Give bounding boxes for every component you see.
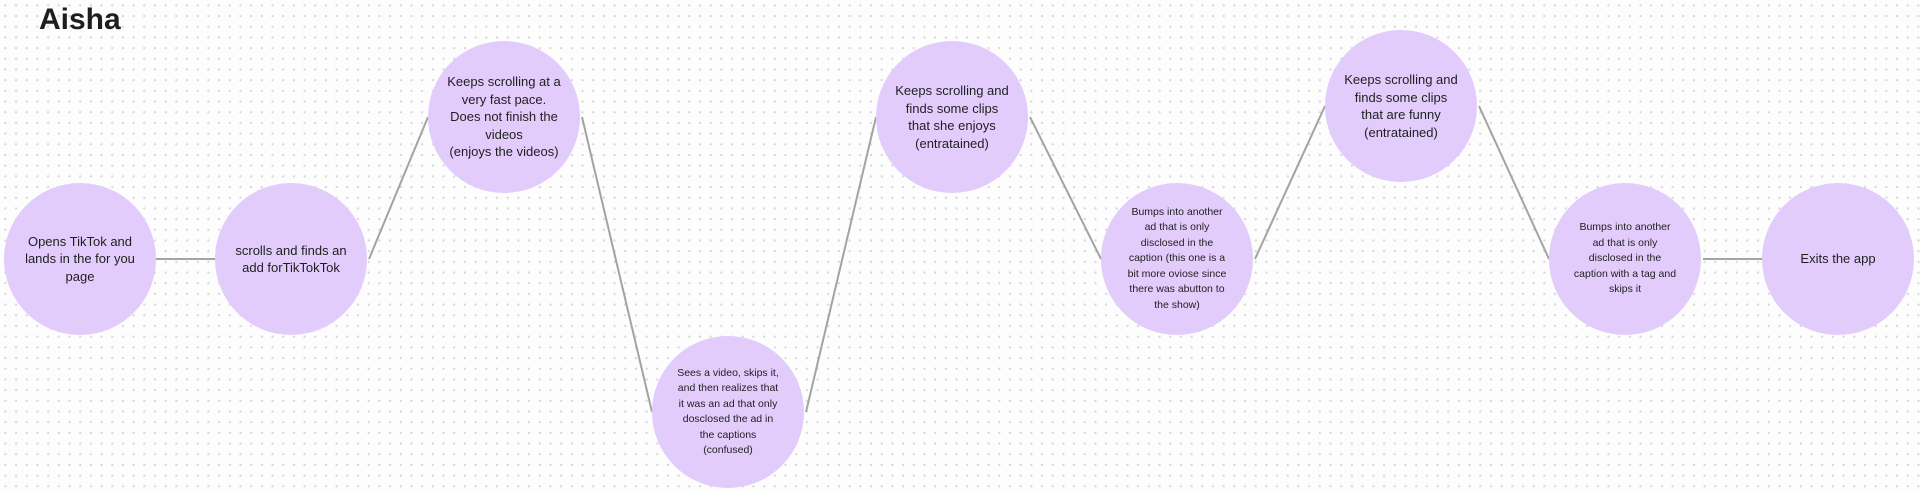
journey-step-label: Keeps scrolling and finds some clips tha… xyxy=(1344,72,1458,140)
connector-2-3 xyxy=(368,116,429,260)
journey-step-label: scrolls and finds an add forTikTokTok xyxy=(235,242,347,276)
journey-step-enjoys-clips[interactable]: Keeps scrolling and finds some clips tha… xyxy=(876,41,1028,193)
journey-step-label: Opens TikTok and lands in the for you pa… xyxy=(25,233,135,284)
journey-step-label: Exits the app xyxy=(1800,251,1876,267)
connector-4-5 xyxy=(805,116,877,413)
connector-5-6 xyxy=(1029,116,1102,260)
connector-3-4 xyxy=(581,116,653,413)
journey-step-finds-ad[interactable]: scrolls and finds an add forTikTokTok xyxy=(215,183,367,335)
journey-step-funny-clips[interactable]: Keeps scrolling and finds some clips tha… xyxy=(1325,30,1477,182)
journey-step-confused-by-ad[interactable]: Sees a video, skips it, and then realize… xyxy=(652,336,804,488)
journey-step-label: Keeps scrolling and finds some clips tha… xyxy=(895,83,1009,151)
board-title: Aisha xyxy=(39,3,121,36)
journey-step-skips-tagged-ad[interactable]: Bumps into another ad that is only discl… xyxy=(1549,183,1701,335)
journey-step-label: Bumps into another ad that is only discl… xyxy=(1573,221,1677,296)
journey-step-caption-ad-button[interactable]: Bumps into another ad that is only discl… xyxy=(1101,183,1253,335)
journey-step-label: Sees a video, skips it, and then realize… xyxy=(677,366,779,457)
journey-step-opens-tiktok[interactable]: Opens TikTok and lands in the for you pa… xyxy=(4,183,156,335)
connector-7-8 xyxy=(1478,105,1550,260)
journey-step-label: Bumps into another ad that is only discl… xyxy=(1127,205,1227,311)
connector-6-7 xyxy=(1254,105,1326,260)
journey-step-exits-app[interactable]: Exits the app xyxy=(1762,183,1914,335)
journey-step-label: Keeps scrolling at a very fast pace. Doe… xyxy=(447,74,561,160)
journey-step-fast-scrolling[interactable]: Keeps scrolling at a very fast pace. Doe… xyxy=(428,41,580,193)
